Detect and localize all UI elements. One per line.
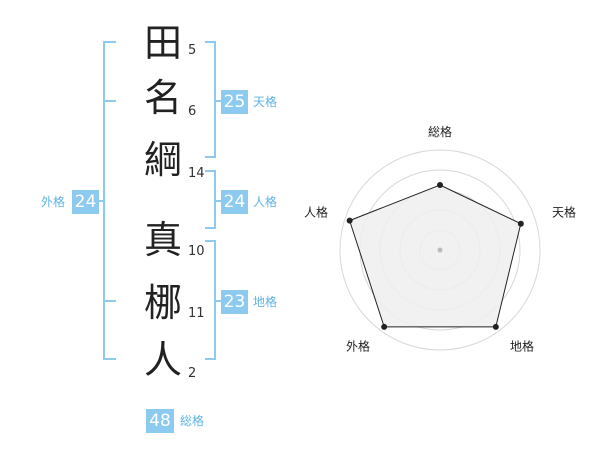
stroke-count-4: 10 xyxy=(188,244,205,259)
stroke-count-2: 6 xyxy=(188,104,197,119)
radar-axis-label-5: 人格 xyxy=(304,204,328,219)
jinkaku-value: 24 xyxy=(221,190,248,214)
name-char-5: 梛 xyxy=(143,281,182,325)
radar-point-3 xyxy=(492,323,499,330)
radar-point-1 xyxy=(437,182,443,188)
radar-ring-5 xyxy=(339,149,541,351)
gaikaku-value: 24 xyxy=(72,190,99,214)
tenkaku-label: 天格 xyxy=(253,95,278,109)
stroke-count-6: 2 xyxy=(188,366,197,381)
radar-point-2 xyxy=(517,220,524,227)
soukaku-value: 48 xyxy=(146,409,174,433)
stroke-count-3: 14 xyxy=(188,166,205,181)
radar-polygon xyxy=(348,184,522,328)
name-char-4: 真 xyxy=(143,218,182,262)
chikaku-value: 23 xyxy=(221,290,248,314)
radar-center-dot xyxy=(437,247,443,253)
radar-point-4 xyxy=(381,323,388,330)
radar-axis-label-1: 総格 xyxy=(428,124,452,139)
name-char-3: 綱 xyxy=(143,138,182,182)
stroke-count-5: 11 xyxy=(188,306,205,321)
jinkaku-label: 人格 xyxy=(253,195,278,209)
soukaku-label: 総格 xyxy=(180,414,205,428)
radar-point-5 xyxy=(346,217,353,224)
name-char-6: 人 xyxy=(143,338,182,382)
name-char-2: 名 xyxy=(143,76,182,120)
chikaku-label: 地格 xyxy=(253,295,278,309)
name-char-1: 田 xyxy=(143,21,182,65)
gaikaku-label: 外格 xyxy=(41,195,66,209)
radar-axis-label-4: 外格 xyxy=(346,339,370,354)
radar-axis-label-3: 地格 xyxy=(510,339,534,354)
stroke-count-1: 5 xyxy=(188,43,197,58)
tenkaku-value: 25 xyxy=(221,90,248,114)
radar-axis-label-2: 天格 xyxy=(552,204,576,219)
